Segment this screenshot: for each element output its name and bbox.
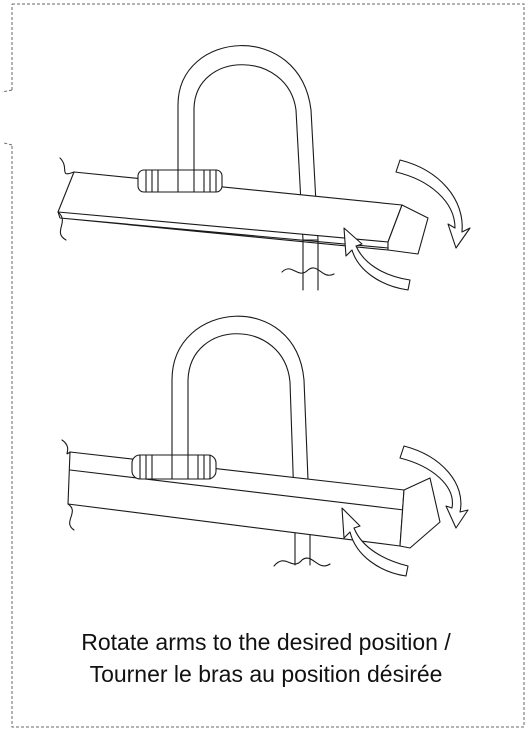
lamp-end-cap xyxy=(387,204,429,255)
rotation-arrow-icon xyxy=(395,159,471,249)
lamp-illustration-top xyxy=(57,45,471,291)
lamp-body xyxy=(57,171,403,243)
rotation-arrow-icon xyxy=(399,445,469,529)
dashed-border xyxy=(11,3,525,728)
lamp-end-cap xyxy=(399,477,441,549)
break-line xyxy=(61,439,75,531)
instruction-caption-english: Rotate arms to the desired position / xyxy=(81,629,451,655)
border-notch xyxy=(1,89,13,146)
wall-stem xyxy=(281,239,335,291)
rotation-arrow-icon xyxy=(343,227,411,291)
hinge-clamp xyxy=(137,169,223,193)
instruction-caption-french: Tourner le bras au position désirée xyxy=(89,661,443,687)
hinge-clamp xyxy=(131,454,217,480)
break-line xyxy=(57,157,75,241)
lamp-body-edge xyxy=(69,469,405,511)
lamp-illustration-bottom xyxy=(61,315,469,577)
rotation-arrow-icon xyxy=(341,507,409,577)
wall-stem xyxy=(273,529,331,567)
